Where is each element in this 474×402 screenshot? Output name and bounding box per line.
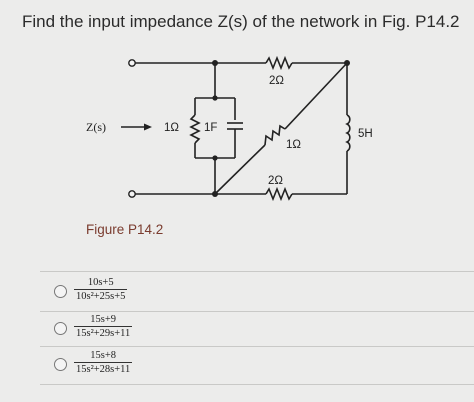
arrow-head bbox=[144, 123, 152, 131]
label-r-diag: 1Ω bbox=[286, 139, 301, 151]
answer-option-3[interactable]: 15s+8 15s²+28s+11 bbox=[54, 350, 474, 386]
option-denominator: 10s²+25s+5 bbox=[76, 291, 126, 302]
circuit-figure: Z(s) 2Ω 1Ω 1F 1Ω 2Ω 5H bbox=[86, 55, 373, 202]
node-dot bbox=[212, 60, 218, 66]
divider bbox=[40, 384, 474, 385]
node-dot bbox=[344, 60, 350, 66]
radio-button[interactable] bbox=[54, 285, 67, 298]
option-fraction: 10s+5 10s²+25s+5 bbox=[74, 277, 128, 302]
option-numerator: 15s+8 bbox=[90, 350, 117, 361]
node-dot bbox=[212, 191, 218, 197]
option-denominator: 15s²+29s+11 bbox=[76, 328, 131, 339]
resistor-1ohm-diagonal bbox=[264, 124, 286, 146]
label-l-right: 5H bbox=[358, 128, 373, 140]
label-c-left: 1F bbox=[204, 122, 217, 134]
radio-button[interactable] bbox=[54, 358, 67, 371]
resistor-1ohm-left bbox=[189, 114, 201, 144]
radio-button[interactable] bbox=[54, 322, 67, 335]
option-numerator: 15s+9 bbox=[90, 314, 117, 325]
label-zs: Z(s) bbox=[86, 120, 106, 134]
option-denominator: 15s²+28s+11 bbox=[76, 364, 131, 375]
label-r-left: 1Ω bbox=[164, 122, 179, 134]
inductor-5h bbox=[345, 114, 351, 152]
question-text: Find the input impedance Z(s) of the net… bbox=[22, 12, 460, 31]
answer-option-1[interactable]: 10s+5 10s²+25s+5 bbox=[54, 277, 474, 313]
resistor-2ohm-top bbox=[265, 55, 293, 71]
label-r-top: 2Ω bbox=[269, 75, 284, 87]
node-dot bbox=[212, 155, 218, 161]
fraction-bar bbox=[74, 326, 133, 327]
terminal-bottom bbox=[128, 190, 136, 198]
divider bbox=[40, 271, 474, 272]
option-fraction: 15s+9 15s²+29s+11 bbox=[74, 314, 133, 339]
figure-caption: Figure P14.2 bbox=[86, 222, 164, 237]
fraction-bar bbox=[74, 289, 128, 290]
option-numerator: 10s+5 bbox=[87, 277, 114, 288]
fraction-bar bbox=[74, 362, 133, 363]
label-r-bottom: 2Ω bbox=[268, 175, 283, 187]
answer-option-2[interactable]: 15s+9 15s²+29s+11 bbox=[54, 314, 474, 350]
divider bbox=[40, 346, 474, 347]
terminal-top bbox=[128, 59, 136, 67]
node-dot bbox=[212, 95, 218, 101]
wire-diagonal-lower bbox=[214, 144, 266, 195]
divider bbox=[40, 311, 474, 312]
wire-diagonal-upper bbox=[284, 62, 348, 130]
option-fraction: 15s+8 15s²+28s+11 bbox=[74, 350, 133, 375]
resistor-2ohm-bottom bbox=[265, 186, 293, 202]
